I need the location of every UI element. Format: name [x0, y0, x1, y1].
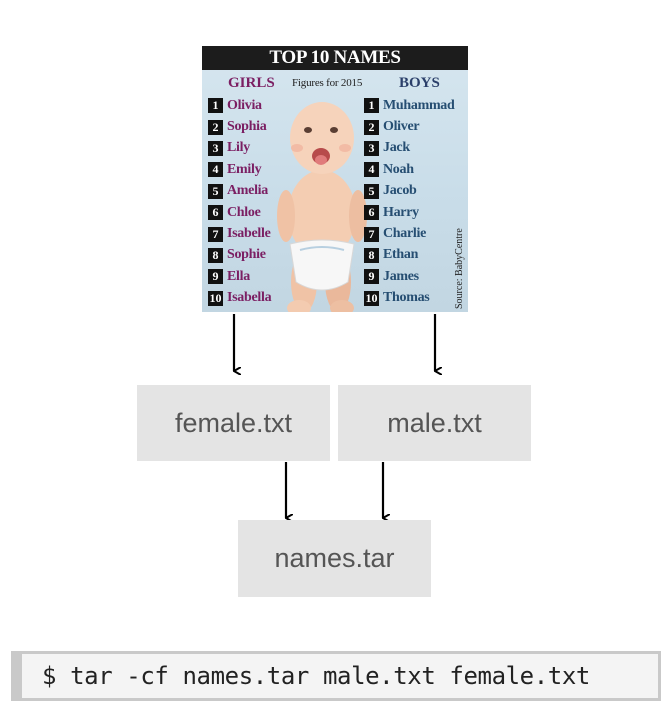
top-names-infographic: TOP 10 NAMES GIRLS Figures for 2015 BOYS… — [202, 46, 468, 312]
rank-number: 6 — [364, 205, 379, 221]
rank-number: 10 — [364, 290, 379, 306]
baby-illustration — [277, 102, 367, 312]
girls-heading: GIRLS — [228, 75, 275, 91]
female-file-box: female.txt — [137, 385, 330, 461]
figures-subtitle: Figures for 2015 — [292, 77, 363, 89]
boy-name: Oliver — [383, 119, 420, 135]
boy-name: James — [383, 268, 419, 284]
rank-number: 1 — [208, 98, 223, 114]
boy-name: Jacob — [383, 183, 417, 199]
rank-number: 2 — [208, 119, 223, 135]
rank-number: 5 — [208, 183, 223, 199]
female-file-label: female.txt — [174, 407, 293, 438]
boy-name: Ethan — [383, 247, 419, 263]
girl-name: Isabelle — [227, 226, 271, 242]
command-bar: $ tar -cf names.tar male.txt female.txt — [11, 651, 661, 701]
girl-name: Sophie — [227, 247, 266, 263]
boy-name: Jack — [383, 140, 410, 156]
rank-number: 7 — [364, 226, 379, 242]
rank-number: 4 — [364, 162, 379, 178]
male-file-box: male.txt — [338, 385, 531, 461]
rank-number: 1 — [364, 98, 379, 114]
rank-number: 2 — [364, 119, 379, 135]
rank-number: 7 — [208, 226, 223, 242]
rank-number: 3 — [364, 140, 379, 156]
girl-name: Chloe — [227, 204, 261, 220]
boy-name: Thomas — [383, 290, 430, 306]
archive-file-box: names.tar — [238, 520, 431, 597]
girl-name: Amelia — [227, 183, 268, 199]
rank-number: 4 — [208, 162, 223, 178]
boys-heading: BOYS — [399, 75, 440, 91]
infographic-title: TOP 10 NAMES — [202, 46, 468, 70]
rank-number: 8 — [208, 247, 223, 263]
boy-name: Charlie — [383, 226, 427, 242]
male-file-label: male.txt — [387, 407, 482, 438]
girl-name: Sophia — [227, 119, 267, 135]
girl-name: Isabella — [227, 290, 272, 306]
girl-name: Ella — [227, 268, 250, 284]
rank-number: 9 — [364, 269, 379, 285]
rank-number: 9 — [208, 269, 223, 285]
girl-name: Emily — [227, 161, 262, 177]
girl-name: Olivia — [227, 97, 262, 113]
boy-name: Muhammad — [383, 97, 455, 113]
rank-number: 6 — [208, 205, 223, 221]
boy-name: Harry — [383, 204, 419, 220]
boy-name: Noah — [383, 161, 414, 177]
girl-name: Lily — [227, 140, 250, 156]
rank-number: 10 — [208, 290, 223, 306]
rank-number: 5 — [364, 183, 379, 199]
command-text: $ tar -cf names.tar male.txt female.txt — [42, 662, 590, 690]
archive-file-label: names.tar — [274, 543, 395, 573]
rank-number: 3 — [208, 140, 223, 156]
rank-number: 8 — [364, 247, 379, 263]
